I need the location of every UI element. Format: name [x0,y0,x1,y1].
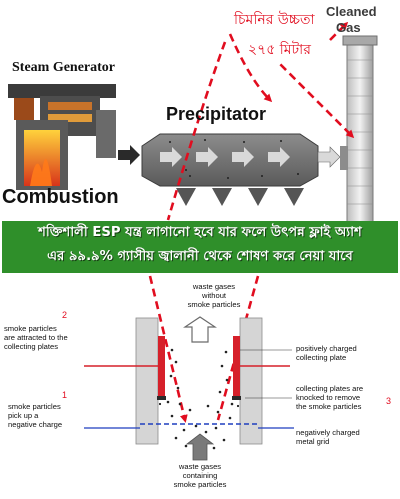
step2-line2: are attracted to the [4,333,68,342]
steam-generator-unit [8,84,116,190]
step1-line3: negative charge [8,420,63,429]
step1-label: smoke particles pick up a negative charg… [8,402,62,429]
knock-line3: the smoke particles [296,402,362,411]
positive-plate-line2: collecting plate [296,353,347,362]
precipitator-unit [141,133,348,206]
knock-label: collecting plates are knocked to remove … [296,384,363,411]
step1-line2: pick up a [8,411,39,420]
grid-label: negatively charged metal grid [296,428,360,446]
grid-line2: metal grid [296,437,330,446]
cleaned-gas-line2: Gas [336,20,361,35]
step1-number: 1 [62,390,68,400]
precipitator-label: Precipitator [166,104,267,124]
positive-plate-label: positively charged collecting plate [296,344,357,362]
red-dashed-arrows [166,21,355,221]
info-banner: শক্তিশালী ESP যন্ত্র লাগানো হবে যার ফলে … [2,221,398,273]
inlet-label-line1: waste gases [178,462,222,471]
cleaned-gas-line1: Cleaned [326,4,377,19]
chimney-stack [342,35,378,223]
esp-schematic [84,316,294,461]
grid-line1: negatively charged [296,428,360,437]
inlet-label: waste gases containing smoke particles [162,462,238,489]
step2-number: 2 [62,310,68,320]
red-dashed-arrow-down [148,275,260,423]
inlet-label-line2: containing [182,471,218,480]
combustion-label: Combustion [2,186,119,208]
knock-line1: collecting plates are [296,384,364,393]
step2-label: smoke particles are attracted to the col… [4,324,68,351]
stack-height-line1: চিমনির উচ্চতা [232,8,317,32]
banner-line2: এর ৯৯.৯% গ্যাসীয় জ্বালানী থেকে শোষণ করে… [47,249,353,264]
banner-line1: শক্তিশালী ESP যন্ত্র লাগানো হবে যার ফলে … [38,225,362,240]
outlet-label: waste gases without smoke particles [178,282,250,309]
step2-line1: smoke particles [4,324,57,333]
outlet-label-line3: smoke particles [187,300,241,309]
flue-flow-arrows [118,145,140,165]
knock-line2: knocked to remove [296,393,361,402]
stack-height-line2: ২৭৫ মিটার [246,38,313,62]
step3-number: 3 [386,396,392,406]
step2-line3: collecting plates [4,342,59,351]
inlet-label-line3: smoke particles [173,480,227,489]
steam-generator-label: Steam Generator [12,60,116,75]
step1-line1: smoke particles [8,402,61,411]
outlet-label-line1: waste gases [192,282,236,291]
positive-plate-line1: positively charged [296,344,357,353]
outlet-label-line2: without [201,291,227,300]
